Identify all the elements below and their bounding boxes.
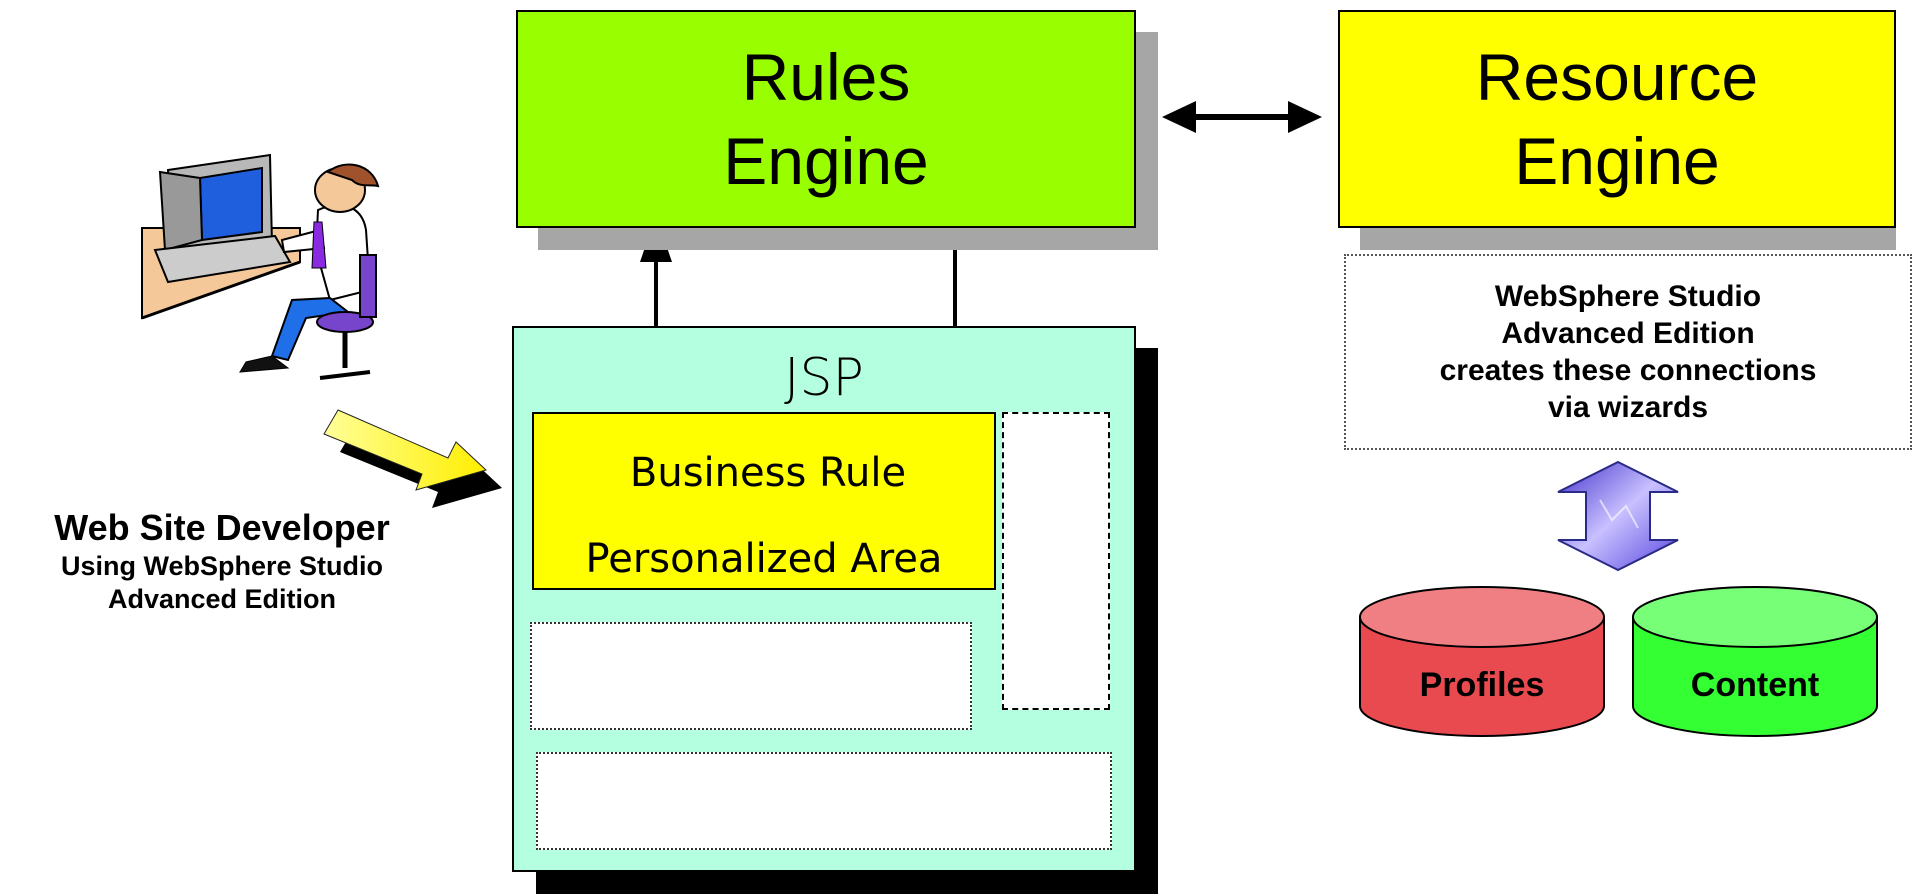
wizard-note-line-2: Advanced Edition <box>1501 317 1755 350</box>
resource-engine-title-line2: Engine <box>1514 124 1720 198</box>
rules-resource-double-arrow <box>1162 101 1322 133</box>
wizard-note-line-4: via wizards <box>1547 391 1709 424</box>
personalized-area-box: Personalized Area <box>532 412 996 590</box>
developer-subtitle-line-1: Using WebSphere Studio <box>60 551 384 581</box>
jsp-content-placeholder <box>530 622 972 730</box>
developer-computer-illustration <box>141 153 380 380</box>
developer-title: Web Site Developer <box>54 507 390 548</box>
developer-to-jsp-arrow <box>323 409 502 508</box>
resource-engine-title-line1: Resource <box>1475 40 1759 114</box>
developer-caption: Web Site Developer Using WebSphere Studi… <box>0 506 444 616</box>
jsp-footer-placeholder <box>536 752 1112 850</box>
resource-engine-box: Resource Engine <box>1338 10 1896 228</box>
rules-engine-box: Rules Engine <box>516 10 1136 228</box>
jsp-label: JSP <box>784 348 864 408</box>
content-database-label: Content <box>1690 665 1820 704</box>
business-rule-label: Business Rule <box>629 450 907 496</box>
rules-engine-title-line1: Rules <box>741 40 911 114</box>
wizard-note-box: WebSphere Studio Advanced Edition create… <box>1344 254 1912 450</box>
data-connection-arrow <box>1557 460 1679 572</box>
wizard-note-line-1: WebSphere Studio <box>1494 280 1762 313</box>
personalized-area-label: Personalized Area <box>585 536 943 582</box>
content-database-cylinder <box>1632 586 1878 737</box>
wizard-note-line-3: creates these connections <box>1439 354 1817 387</box>
developer-subtitle-line-2: Advanced Edition <box>107 584 337 614</box>
rules-engine-title-line2: Engine <box>723 124 929 198</box>
profiles-database-cylinder <box>1359 586 1605 737</box>
jsp-sidebar-placeholder <box>1002 412 1110 710</box>
profiles-database-label: Profiles <box>1419 665 1545 704</box>
